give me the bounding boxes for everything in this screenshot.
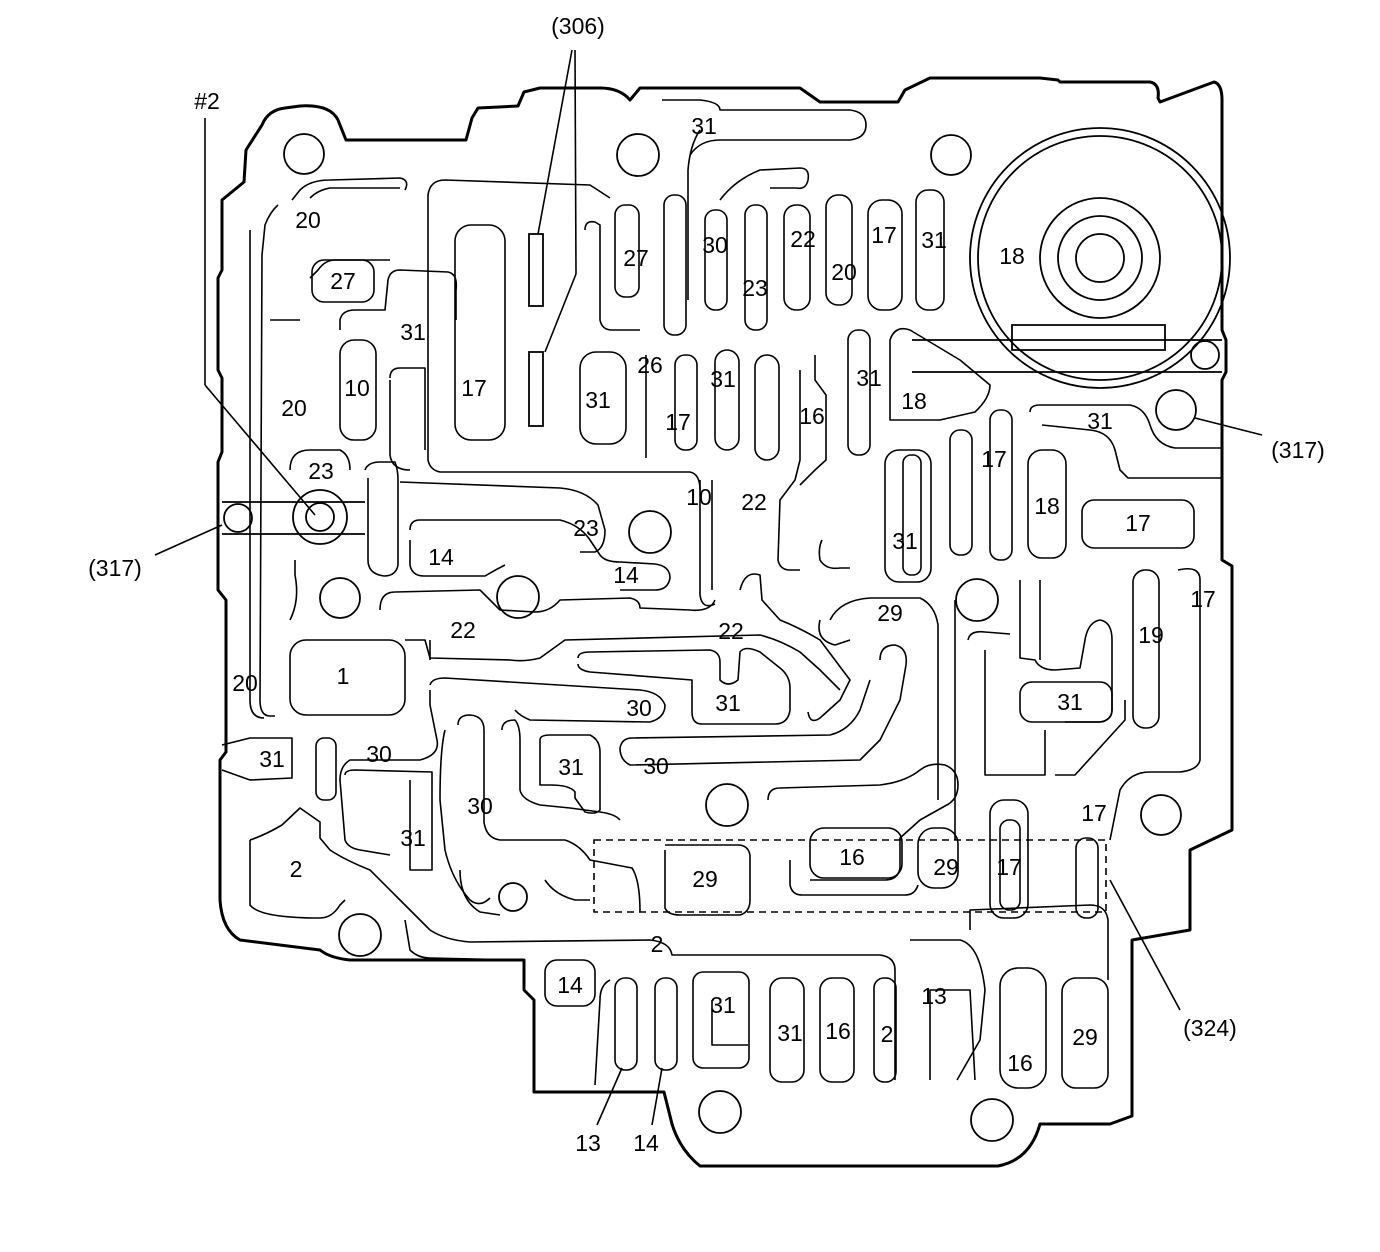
passage-label: 31 [400, 825, 426, 851]
passage-label: 17 [996, 854, 1022, 880]
solenoid-ring-2 [977, 135, 1223, 381]
valve-body-outline [216, 76, 1234, 1168]
passage-label: 30 [467, 793, 493, 819]
screen-306-lower [528, 351, 544, 427]
region-324-box [593, 839, 1107, 913]
callout-306: (306) [551, 13, 605, 39]
solenoid-ring-5 [1075, 233, 1125, 283]
passage-label: 22 [741, 489, 767, 515]
passage-label: 18 [901, 388, 927, 414]
passage-label: 31 [691, 113, 717, 139]
passage-label: 27 [623, 245, 649, 271]
passage-label: 22 [790, 226, 816, 252]
passage-label: 31 [1057, 689, 1083, 715]
passage-label: 17 [981, 446, 1007, 472]
solenoid-ring-3 [1039, 197, 1161, 319]
passage-label: 31 [259, 746, 285, 772]
passage-label: 27 [330, 268, 356, 294]
screen-306-upper [528, 233, 544, 307]
passage-label: 16 [839, 844, 865, 870]
passage-label: 17 [1190, 586, 1216, 612]
passage-label: 10 [686, 484, 712, 510]
passage-label: 22 [450, 617, 476, 643]
callout-13: 13 [575, 1130, 601, 1156]
solenoid-outer-ring [969, 127, 1231, 389]
passage-label: 2 [290, 856, 303, 882]
passage-label: 31 [856, 365, 882, 391]
passage-label: 17 [871, 222, 897, 248]
passage-label: 31 [892, 528, 918, 554]
passage-label: 29 [877, 600, 903, 626]
passage-label: 18 [1034, 493, 1060, 519]
passage-label: 31 [400, 319, 426, 345]
passage-label: 31 [710, 992, 736, 1018]
passage-label: 29 [933, 854, 959, 880]
passage-label: 17 [665, 409, 691, 435]
passage-label: 31 [1087, 408, 1113, 434]
passage-label: 30 [626, 695, 652, 721]
callout-324: (324) [1183, 1015, 1237, 1041]
passage-label: 2 [651, 931, 664, 957]
passage-label: 14 [557, 972, 583, 998]
passage-label: 29 [1072, 1024, 1098, 1050]
passage-labels: 31 20 27 31 10 17 27 30 23 22 20 17 31 1… [232, 113, 1216, 1076]
passage-label: 26 [637, 352, 663, 378]
callout-317-right: (317) [1271, 437, 1325, 463]
passage-label: 14 [613, 562, 639, 588]
callout-check-ball-2: #2 [194, 88, 220, 114]
passage-label: 13 [921, 983, 947, 1009]
passage-label: 17 [461, 375, 487, 401]
bolt-holes [223, 133, 1220, 1142]
passage-label: 20 [232, 670, 258, 696]
passage-label: 16 [1007, 1050, 1033, 1076]
passage-label: 23 [742, 275, 768, 301]
passage-label: 1 [337, 663, 350, 689]
passage-label: 17 [1081, 800, 1107, 826]
check-ball-2-outer [292, 489, 348, 545]
passage-label: 30 [366, 741, 392, 767]
passage-label: 20 [281, 395, 307, 421]
passage-label: 14 [428, 544, 454, 570]
passage-label: 16 [825, 1018, 851, 1044]
passage-label: 30 [702, 232, 728, 258]
passage-label: 20 [831, 259, 857, 285]
passage-label: 20 [295, 207, 321, 233]
passage-channels [221, 99, 1222, 1089]
check-ball-2-inner [305, 502, 335, 532]
callout-14: 14 [633, 1130, 659, 1156]
passage-label: 31 [585, 387, 611, 413]
passage-label: 22 [718, 618, 744, 644]
passage-label: 31 [715, 690, 741, 716]
passage-label: 31 [921, 227, 947, 253]
passage-label: 23 [308, 458, 334, 484]
passage-label: 31 [777, 1020, 803, 1046]
passage-label: 10 [344, 375, 370, 401]
passage-label: 29 [692, 866, 718, 892]
callout-317-left: (317) [88, 555, 142, 581]
solenoid-ring-4 [1057, 215, 1143, 301]
passage-label: 16 [799, 403, 825, 429]
passage-label: 30 [643, 753, 669, 779]
passage-label: 2 [881, 1021, 894, 1047]
passage-label: 31 [558, 754, 584, 780]
passage-label: 31 [710, 366, 736, 392]
leader-lines [154, 49, 1263, 1126]
passage-label: 23 [573, 515, 599, 541]
solenoid-bracket [1011, 324, 1166, 351]
passage-label: 19 [1138, 622, 1164, 648]
passage-label: 17 [1125, 510, 1151, 536]
passage-label: 18 [999, 243, 1025, 269]
